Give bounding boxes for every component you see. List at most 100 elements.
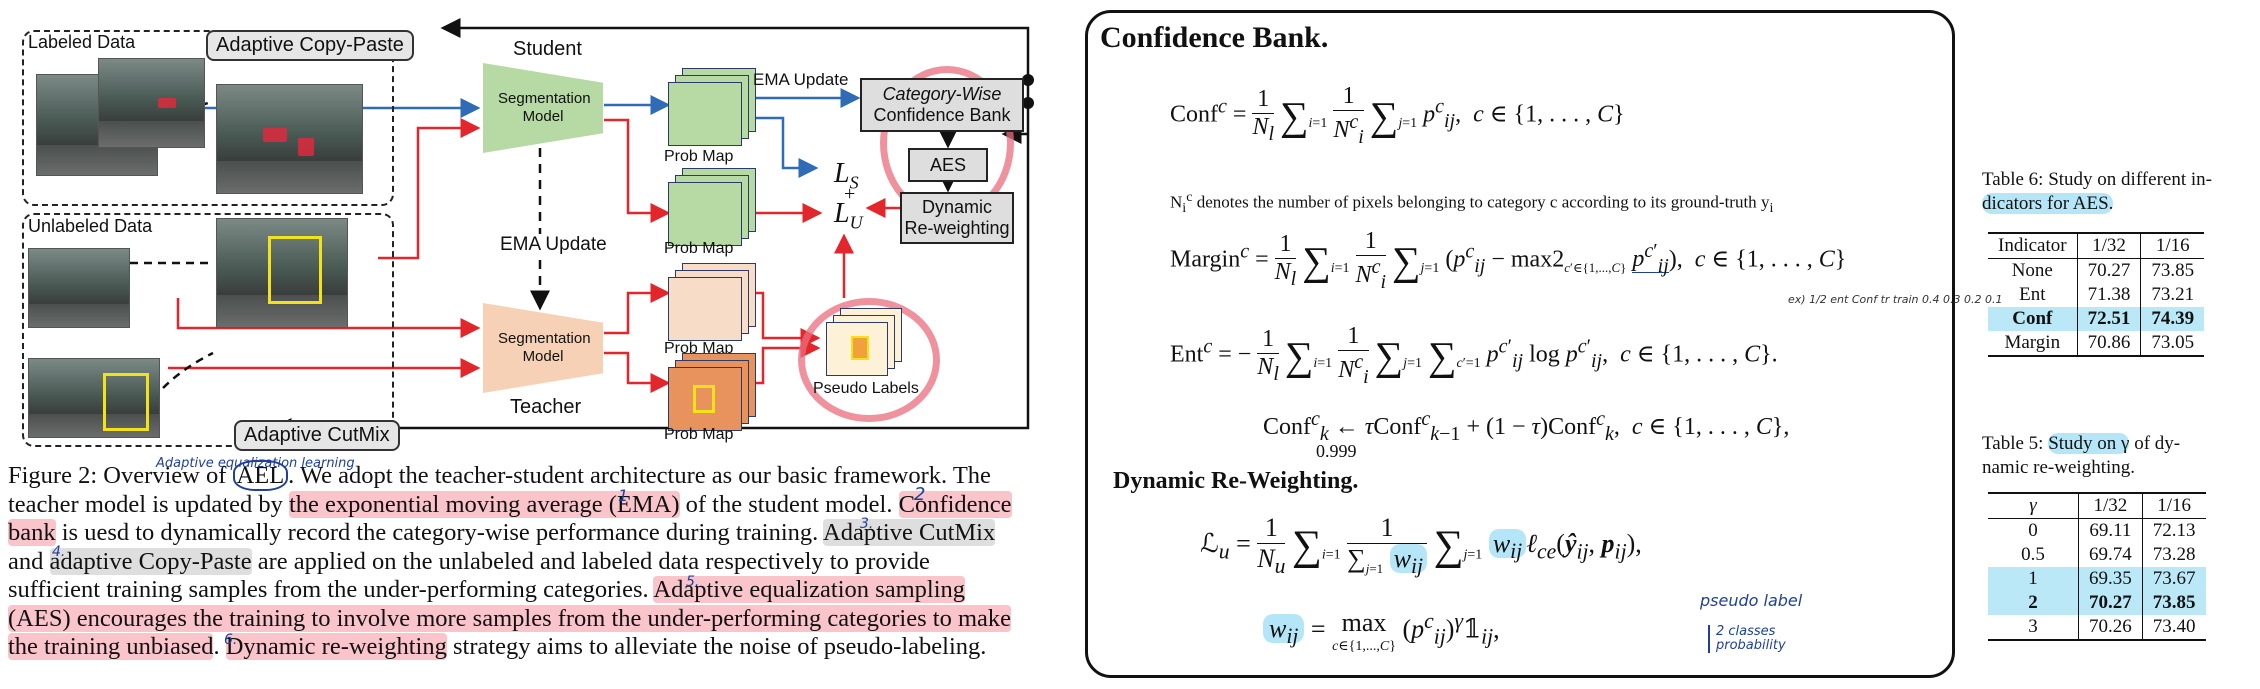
caption-highlight-aes-desc: (AES) encourages the training to involve… bbox=[8, 604, 1012, 632]
teacher-model-label: Segmentation Model bbox=[498, 330, 591, 365]
confidence-bank-title: Confidence Bank. bbox=[1100, 21, 1329, 54]
table-cell: 69.35 bbox=[2078, 567, 2143, 591]
ema-update-top-label: EMA Update bbox=[753, 70, 849, 89]
annotation-number-5: 5. bbox=[686, 574, 700, 590]
loss-plus: + bbox=[844, 183, 856, 205]
table-cell: None bbox=[2011, 260, 2053, 281]
table-cell: 74.39 bbox=[2140, 307, 2205, 331]
labeled-image-2 bbox=[98, 58, 205, 148]
loss-u-symbol: L bbox=[834, 198, 850, 229]
class-prob-line2: probability bbox=[1716, 638, 1786, 653]
category-wise-confidence-bank: Category-Wise Confidence Bank bbox=[860, 78, 1024, 132]
prob-map-caption-2: Prob Map bbox=[664, 240, 734, 257]
pseudo-label-annotation: pseudo label bbox=[1700, 591, 1803, 610]
annotation-number-2: 2 bbox=[914, 484, 926, 505]
table-cell: 69.11 bbox=[2078, 518, 2143, 543]
table-cell: 0.5 bbox=[2021, 544, 2045, 565]
dynamic-line1: Dynamic bbox=[921, 197, 992, 218]
dynamic-line2: Re-weighting bbox=[904, 218, 1010, 238]
confidence-bank-line2: Confidence Bank bbox=[873, 105, 1011, 125]
note-text: denotes the number of pixels belonging t… bbox=[1196, 192, 1757, 212]
figure-caption: Figure 2: Overview of AEL. We adopt the … bbox=[8, 460, 1044, 662]
table-cell: Margin bbox=[2004, 332, 2061, 353]
pseudo-labels-annotation-circle bbox=[798, 298, 940, 422]
caption-text: . bbox=[213, 633, 226, 660]
caption-highlight-dynamic: Dynamic re-weighting bbox=[225, 633, 447, 660]
caption-text: of the student model. bbox=[679, 490, 899, 518]
caption-highlight-unbiased: the training unbiased bbox=[8, 633, 214, 660]
red-mask bbox=[263, 128, 287, 142]
table5-caption-c: namic re-weighting. bbox=[1982, 457, 2136, 478]
caption-highlight-copypaste: adaptive Copy-Paste bbox=[49, 547, 252, 575]
table-cell: 72.51 bbox=[2076, 307, 2141, 331]
caption-text: and bbox=[8, 547, 50, 575]
caption-line-5: sufficient training samples from the und… bbox=[8, 576, 1044, 605]
caption-text: Figure 2: Overview of bbox=[8, 462, 233, 489]
table5-caption-b: of dy- bbox=[2129, 433, 2181, 454]
dynamic-reweighting-title: Dynamic Re-Weighting. bbox=[1113, 468, 1359, 494]
caption-text: is uesd to dynamically record the catego… bbox=[55, 519, 824, 546]
ael-handwritten-expansion: Adaptive equalization learning bbox=[156, 456, 355, 471]
caption-text: sufficient training samples from the und… bbox=[8, 576, 654, 603]
table-cell: 73.85 bbox=[2141, 591, 2206, 615]
table-cell: 70.27 bbox=[2078, 591, 2143, 615]
class-probability-annotation: 2 classes probability bbox=[1708, 625, 1786, 653]
annotation-number-4: 4. bbox=[52, 544, 66, 560]
note-n-sub: i bbox=[1182, 200, 1187, 217]
teacher-label: Teacher bbox=[510, 396, 582, 418]
caption-highlight-aes: Adaptive equalization sampling bbox=[653, 576, 965, 603]
note-n-sup: c bbox=[1186, 189, 1193, 205]
table-cell: 73.67 bbox=[2141, 567, 2206, 591]
caption-text: . We adopt the teacher-student architect… bbox=[288, 462, 991, 489]
pseudo-labels-caption: Pseudo Labels bbox=[813, 380, 919, 397]
loss-s-sub: S bbox=[849, 172, 859, 193]
table5-caption-a: Table 5: bbox=[1982, 433, 2049, 454]
ema-update-label: EMA Update bbox=[500, 234, 607, 256]
table-cell: 72.13 bbox=[2141, 518, 2206, 543]
caption-line-7: the training unbiased. Dynamic re-weight… bbox=[8, 633, 1044, 662]
caption-text: teacher model is updated by bbox=[8, 490, 289, 518]
note-y-sub: i bbox=[1769, 200, 1774, 217]
table-cell: 70.86 bbox=[2076, 331, 2141, 356]
note-n: N bbox=[1170, 192, 1183, 212]
table-cell: 73.28 bbox=[2141, 543, 2206, 567]
prob-map-caption-4: Prob Map bbox=[664, 426, 734, 443]
unlabeled-data-label: Unlabeled Data bbox=[28, 216, 153, 236]
unlabeled-image-1 bbox=[28, 248, 130, 328]
table-cell: 73.85 bbox=[2140, 258, 2205, 283]
student-label: Student bbox=[513, 38, 582, 60]
table6-caption-line2: dicators for AES. bbox=[1982, 193, 2114, 214]
annotation-number-3: 3. bbox=[860, 516, 874, 532]
caption-highlight-ema: the exponential moving average (EMA) bbox=[288, 490, 680, 518]
caption-line-4: and adaptive Copy-Paste are applied on t… bbox=[8, 547, 1044, 577]
table6-header: 1/16 bbox=[2140, 233, 2205, 259]
table-cell: 1 bbox=[2028, 568, 2038, 589]
table-cell: 73.40 bbox=[2141, 615, 2206, 640]
table5-header: 1/16 bbox=[2141, 493, 2206, 519]
table-cell: Conf bbox=[2012, 308, 2053, 329]
table-cell: 0 bbox=[2028, 520, 2038, 541]
adaptive-cutmix-tag: Adaptive CutMix bbox=[234, 420, 400, 451]
dynamic-reweighting-module: Dynamic Re-weighting bbox=[900, 192, 1014, 244]
table5-caption: Table 5: Study on γ of dy- namic re-weig… bbox=[1982, 432, 2252, 480]
table-cell: 73.21 bbox=[2140, 283, 2205, 307]
cutmix-source-yellow-box bbox=[103, 373, 149, 431]
table5-caption-hl: Study on γ bbox=[2048, 433, 2130, 454]
conf-note: Nic denotes the number of pixels belongi… bbox=[1170, 189, 1773, 217]
caption-text: strategy aims to alleviate the noise of … bbox=[446, 633, 987, 660]
copy-paste-result-image bbox=[216, 84, 363, 194]
table-cell: 2 bbox=[2028, 592, 2038, 613]
table6-caption-line1: Table 6: Study on different in- bbox=[1982, 169, 2212, 190]
cutmix-yellow-box bbox=[268, 236, 322, 304]
